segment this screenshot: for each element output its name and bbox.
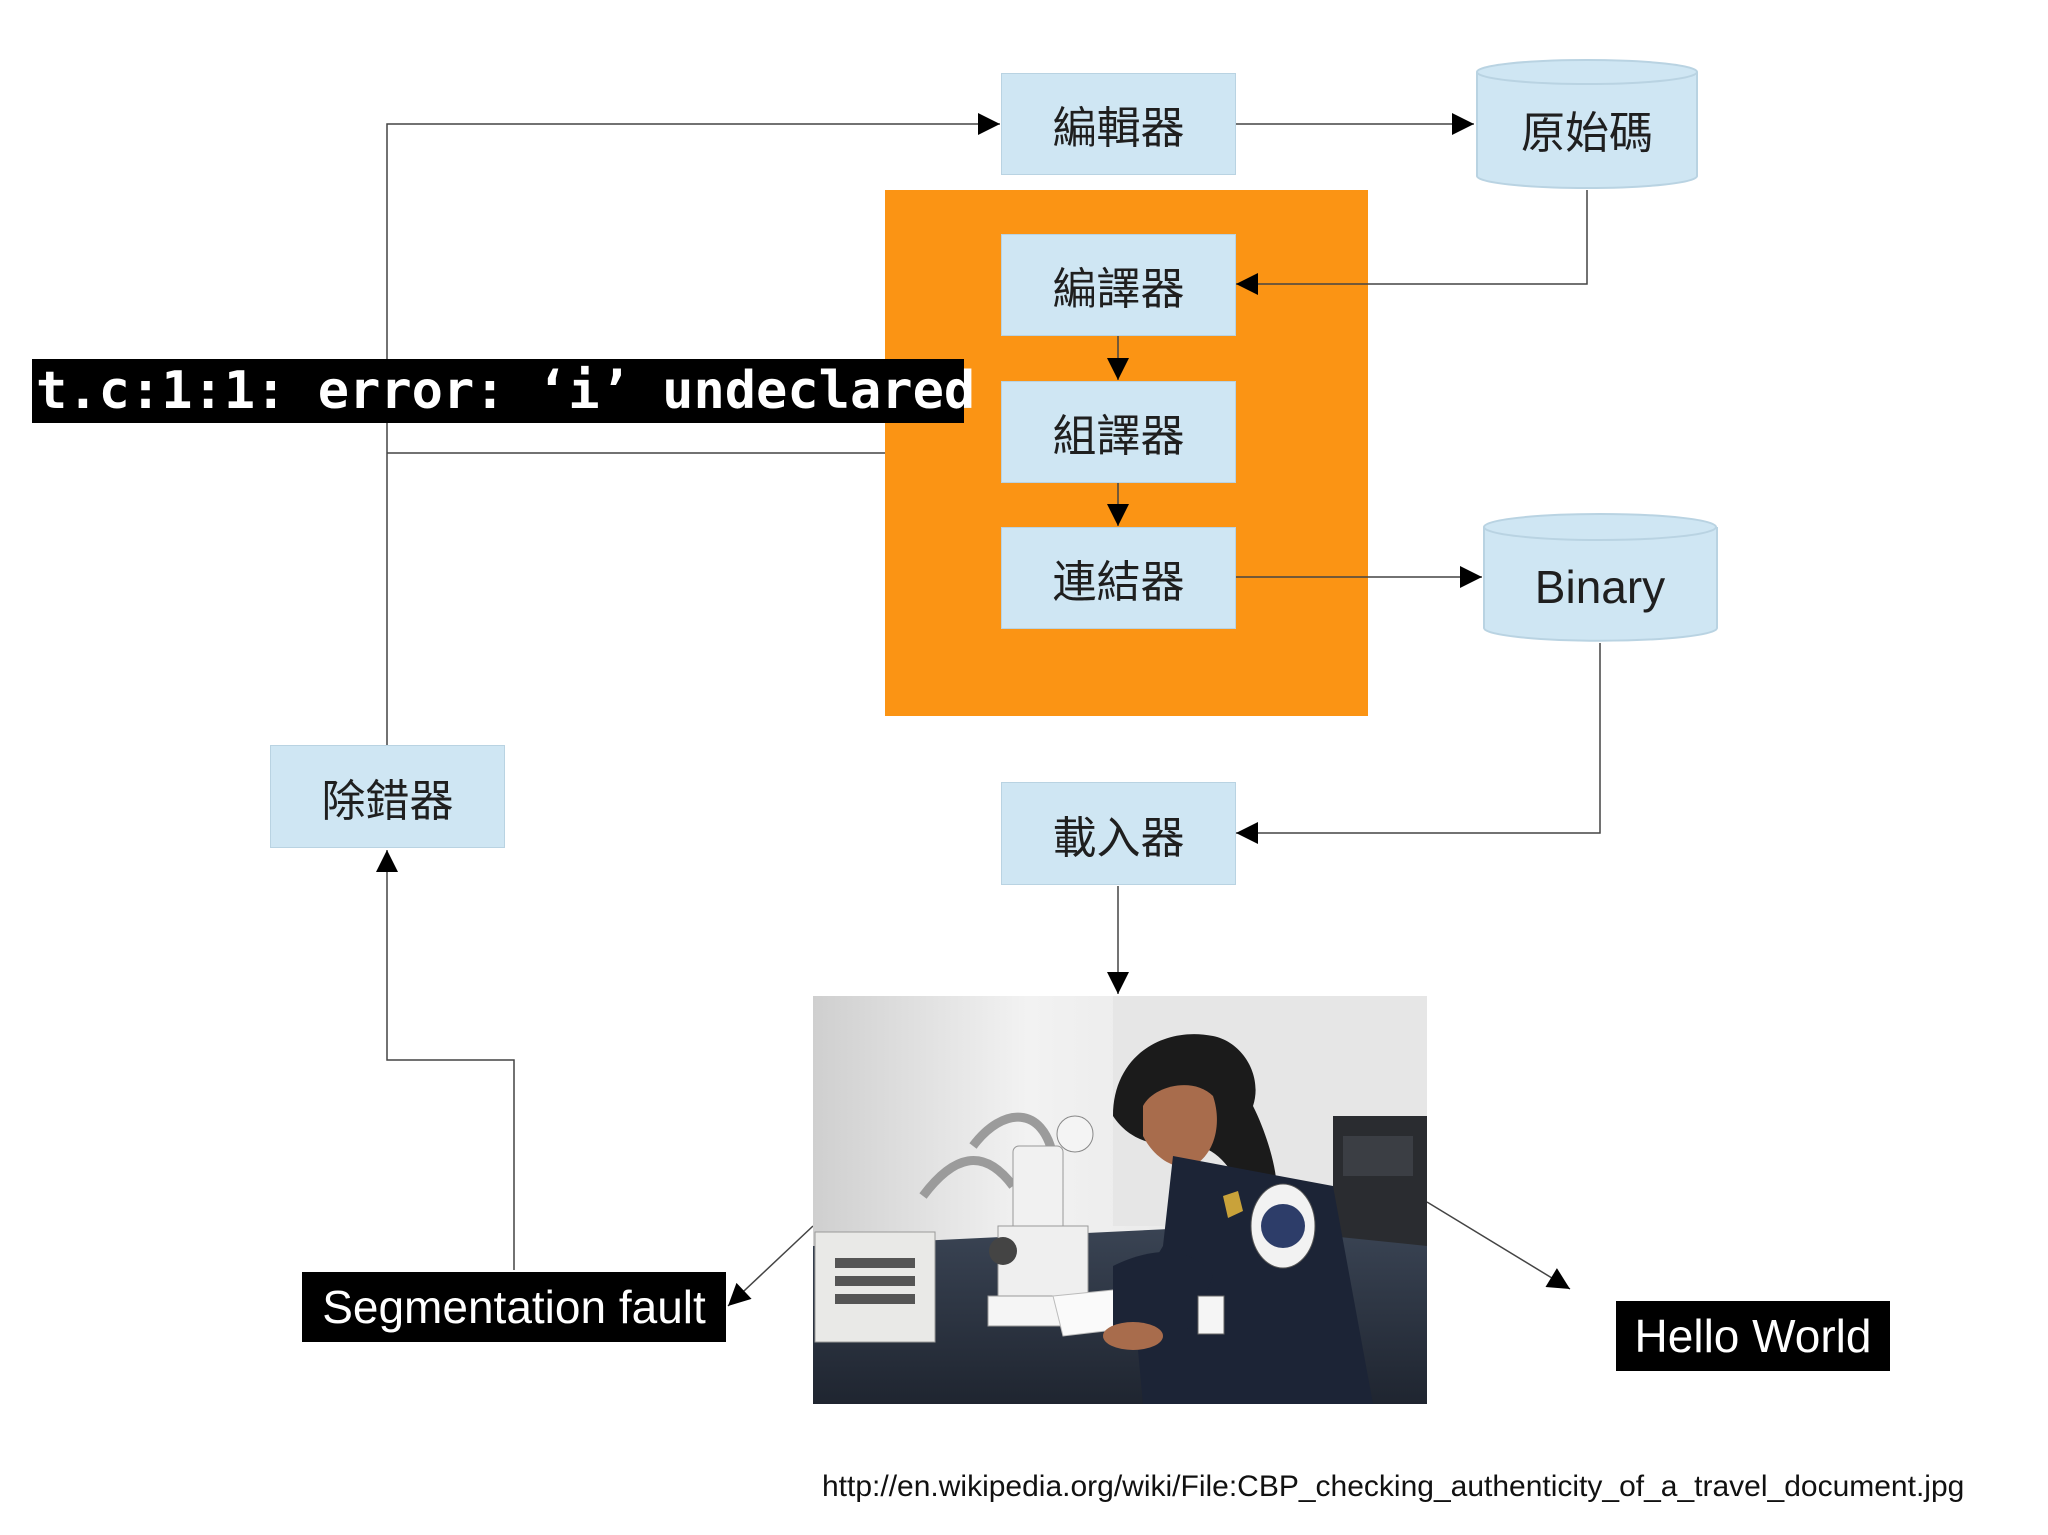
source-code-cylinder (1476, 59, 1698, 189)
edge-debugger-to-editor (386, 113, 1000, 745)
officer-microscope-photo (813, 996, 1427, 1404)
binary-cylinder (1483, 513, 1718, 642)
source-code-label: 原始碼 (1521, 108, 1653, 159)
edge-segfault-to-debugger (376, 850, 515, 1270)
loader-node: 載入器 (1001, 782, 1236, 885)
edge-binary-to-loader (1236, 643, 1601, 844)
binary-label: Binary (1535, 561, 1665, 613)
segfault-label: Segmentation fault (302, 1272, 726, 1342)
edge-run-to-segfault (727, 1225, 814, 1307)
edge-run-to-hello (1426, 1201, 1571, 1290)
compiler-node: 編譯器 (1001, 234, 1236, 336)
editor-node: 編輯器 (1001, 73, 1236, 175)
compile-error-label: t.c:1:1: error: ‘i’ undeclared (32, 359, 975, 423)
assembler-node: 組譯器 (1001, 381, 1236, 483)
edge-source-to-compiler (1236, 190, 1588, 295)
hello-world-label: Hello World (1616, 1301, 1890, 1371)
linker-node: 連結器 (1001, 527, 1236, 629)
source-url: http://en.wikipedia.org/wiki/File:CBP_ch… (822, 1470, 1965, 1503)
debugger-node: 除錯器 (270, 745, 505, 848)
